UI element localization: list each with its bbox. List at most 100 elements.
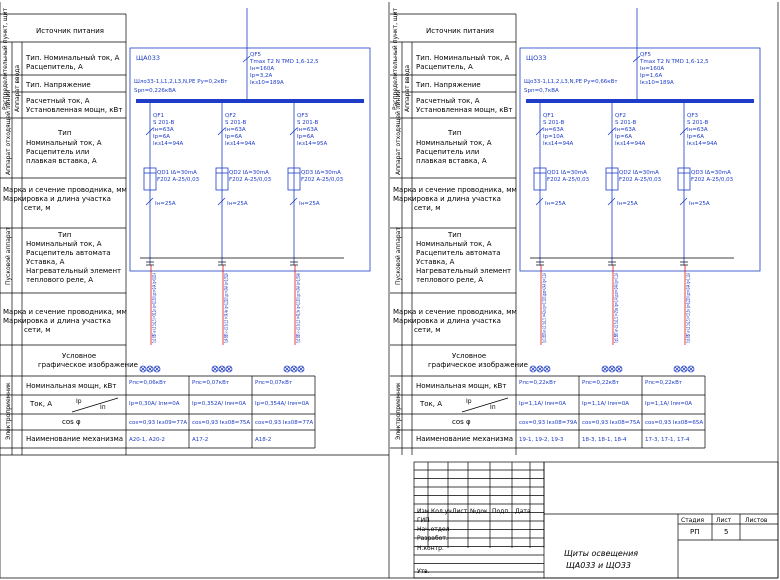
lamp-cross — [219, 366, 225, 372]
stamp-stage-value: РП — [690, 528, 700, 536]
breaker-label: Iр=6A — [297, 134, 314, 140]
row-wire-brand-2: Марка и сечение проводника, мм — [393, 308, 517, 316]
row-start-heater: Нагревательный элемент — [26, 267, 121, 275]
cable-label: Гр6 ВВГнг-LS 3x1,5 l=33,5м Iр=0,229 Iдоп… — [686, 273, 692, 343]
stamp-header-sign: Подп. — [492, 508, 510, 515]
cos-value: cos=0,93 Iкз09=77А — [129, 420, 187, 426]
row-calc-current: Расчетный ток, А — [416, 97, 480, 105]
row-release-or: Расцепитель или — [26, 148, 89, 156]
row-ugo-2: графическое изображение — [428, 361, 528, 369]
breaker-label: Iр=6A — [153, 134, 170, 140]
row-cos: cos φ — [62, 418, 81, 426]
lamp-cross — [298, 366, 304, 372]
stamp-header-change: Изм. — [417, 508, 431, 515]
main-breaker-contact — [632, 55, 641, 63]
lamp-symbol — [283, 365, 291, 373]
main-breaker-label: Iкз10=189A — [640, 80, 674, 86]
row-nominal-current: Номинальный ток, А — [26, 139, 102, 147]
breaker-label: S 201-B — [687, 120, 709, 126]
rcd-label: QD2 IΔ=30mA — [229, 170, 269, 176]
stamp-role-head: Нач.отдел — [417, 526, 450, 533]
mechanism-value: А20-1, А20-2 — [129, 437, 165, 443]
title-block-frame — [413, 461, 779, 579]
breaker-label: Iн=63A — [153, 127, 174, 133]
stamp-header-date: Дата — [515, 508, 531, 515]
breaker-label: Iкз14=95A — [297, 141, 327, 147]
lamp-cross — [674, 366, 680, 372]
current-value: Iр=1,1А/ Iпм=0А — [645, 401, 692, 407]
cable-label: Гр5 ВВГнг-LS 3x1,5 l=25м Iр=0,4 Iдоп=24А… — [614, 273, 620, 343]
cos-value: cos=0,93 Iкз08=65А — [645, 420, 703, 426]
lamp-cross — [140, 366, 146, 372]
lamp-cross — [212, 366, 218, 372]
mechanism-value: А17-2 — [192, 437, 208, 443]
lamp-symbol — [146, 365, 154, 373]
current-split-line — [71, 397, 119, 413]
lamp-cross — [530, 366, 536, 372]
source-label: Источник питания — [36, 27, 104, 35]
row-in: Iп — [100, 404, 106, 411]
in-rating-label: Iн=25A — [617, 201, 638, 207]
cable-label: Гр1 ВВГнг-LS 3x1,5 l=30,2м Iр=0,138 Iдоп… — [152, 273, 158, 343]
panel-name: ЩО33 — [526, 54, 547, 62]
main-breaker-label: QF5 — [640, 52, 651, 58]
lamp-cross — [291, 366, 297, 372]
lamp-cross — [537, 366, 543, 372]
mechanism-value: А18-2 — [255, 437, 271, 443]
row-ugo-1: Условное — [62, 352, 96, 360]
breaker-contact — [607, 127, 616, 136]
breaker-contact — [145, 127, 154, 136]
title-block: Изм. Кол.уч. Лист №док. Подп. Дата ГИП Н… — [413, 461, 779, 579]
rcd-symbol — [143, 167, 157, 191]
contactor-contact — [535, 197, 544, 206]
cos-value: cos=0,93 Iкз08=75А — [582, 420, 640, 426]
lamp-symbol — [543, 365, 551, 373]
row-start-relay: теплового реле, А — [416, 276, 483, 284]
power-value: Pпс=0,22кВт — [645, 380, 683, 386]
row-ip: Iр — [76, 398, 82, 405]
breaker-label: QF2 — [225, 113, 236, 119]
cable-label: Гр1 ВВГнг-LS 3x1,5 l=42м Iр=0,318 Iдоп=2… — [542, 273, 548, 343]
power-value: Pпс=0,07кВт — [255, 380, 293, 386]
row-ugo-2: графическое изображение — [38, 361, 138, 369]
main-breaker-label: Iкз10=189A — [250, 80, 284, 86]
stamp-role-gip: ГИП — [417, 517, 430, 524]
breaker-label: QF3 — [297, 113, 308, 119]
current-value: Iр=1,1А/ Iпм=0А — [582, 401, 629, 407]
vertical-label-app: Аппарат отходящей линии — [395, 90, 402, 175]
power-value: Pпс=0,06кВт — [129, 380, 167, 386]
rcd-label: F202 A-25/0,03 — [301, 177, 344, 183]
row-mechanism: Наименование механизма — [416, 435, 513, 443]
lamp-symbol — [218, 365, 226, 373]
lamp-cross — [226, 366, 232, 372]
stamp-role-approved: Утв. — [417, 568, 430, 575]
row-mechanism: Наименование механизма — [26, 435, 123, 443]
contactor-contact — [679, 197, 688, 206]
title-block-grid — [414, 462, 778, 578]
rcd-label: QD3 IΔ=30mA — [691, 170, 731, 176]
cable-label: Гр4 ВВГнг-LS 3x1,5 l=34,4м Iр=0,228 Iдоп… — [224, 273, 230, 343]
row-wire-brand-2: Марка и сечение проводника, мм — [3, 308, 127, 316]
lamp-cross — [602, 366, 608, 372]
rcd-label: F202 A-25/0,03 — [547, 177, 590, 183]
lamp-symbol — [153, 365, 161, 373]
row-wire-mark-2: Маркировка и длина участка — [3, 317, 111, 325]
breaker-label: Iкз14=94A — [543, 141, 573, 147]
stamp-sheet-value: 5 — [724, 528, 728, 536]
row-release: Расцепитель, А — [26, 63, 83, 71]
lamp-cross — [688, 366, 694, 372]
breaker-label: QF1 — [543, 113, 554, 119]
breaker-label: QF3 — [687, 113, 698, 119]
row-start-type: Тип — [57, 231, 71, 239]
stamp-role-developer: Разработ. — [417, 535, 448, 542]
contactor-contact — [289, 197, 298, 206]
breaker-label: S 201-B — [153, 120, 175, 126]
row-start-release: Расцепитель автомата — [416, 249, 500, 257]
lamp-cross — [544, 366, 550, 372]
breaker-label: Iкз14=94A — [615, 141, 645, 147]
row-start-relay: теплового реле, А — [26, 276, 93, 284]
lamp-symbol — [673, 365, 681, 373]
vertical-label-app: Аппарат отходящей линии — [5, 90, 12, 175]
